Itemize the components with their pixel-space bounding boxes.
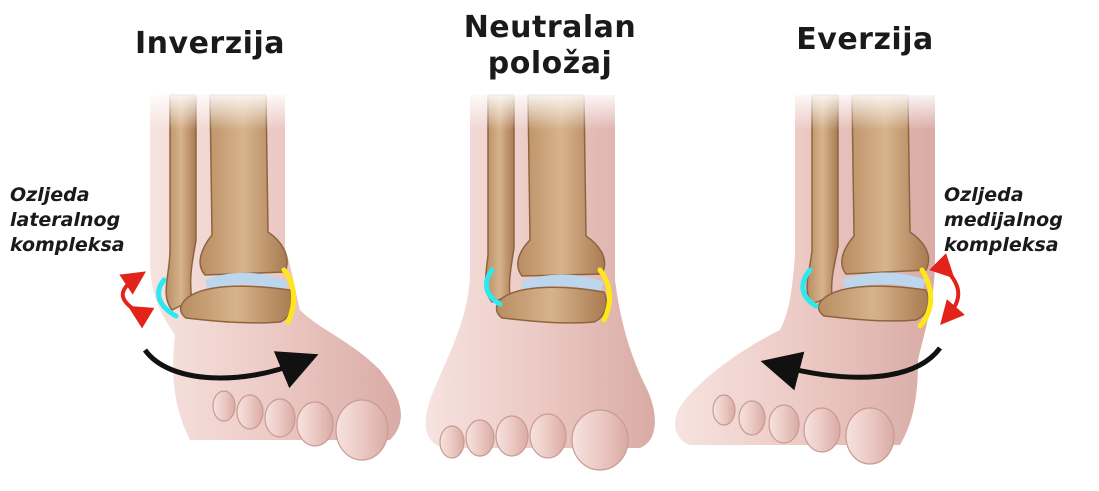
inversion-title: Inverzija — [120, 26, 300, 62]
medial-note-line-1: Ozljeda — [944, 183, 1094, 208]
eversion-stress-arrow — [946, 270, 958, 316]
neutral-title: Neutralan položaj — [440, 10, 660, 82]
lateral-injury-note: Ozljeda lateralnog kompleksa — [10, 183, 180, 258]
inversion-stress-arrow — [123, 278, 138, 312]
eversion-talus — [819, 286, 929, 321]
inversion-talus — [181, 286, 293, 323]
medial-note-line-3: kompleksa — [944, 233, 1094, 258]
neutral-foot — [426, 90, 655, 470]
neutral-title-line-1: Neutralan — [440, 10, 660, 46]
lateral-note-line-2: lateralnog — [10, 208, 180, 233]
eversion-title: Everzija — [770, 22, 960, 58]
medial-note-line-2: medijalnog — [944, 208, 1094, 233]
neutral-talus — [497, 287, 607, 323]
lateral-note-line-3: kompleksa — [10, 233, 180, 258]
lateral-note-line-1: Ozljeda — [10, 183, 180, 208]
neutral-title-line-2: položaj — [440, 46, 660, 82]
inversion-foot — [123, 90, 401, 460]
medial-injury-note: Ozljeda medijalnog kompleksa — [944, 183, 1094, 258]
eversion-foot — [675, 90, 958, 464]
